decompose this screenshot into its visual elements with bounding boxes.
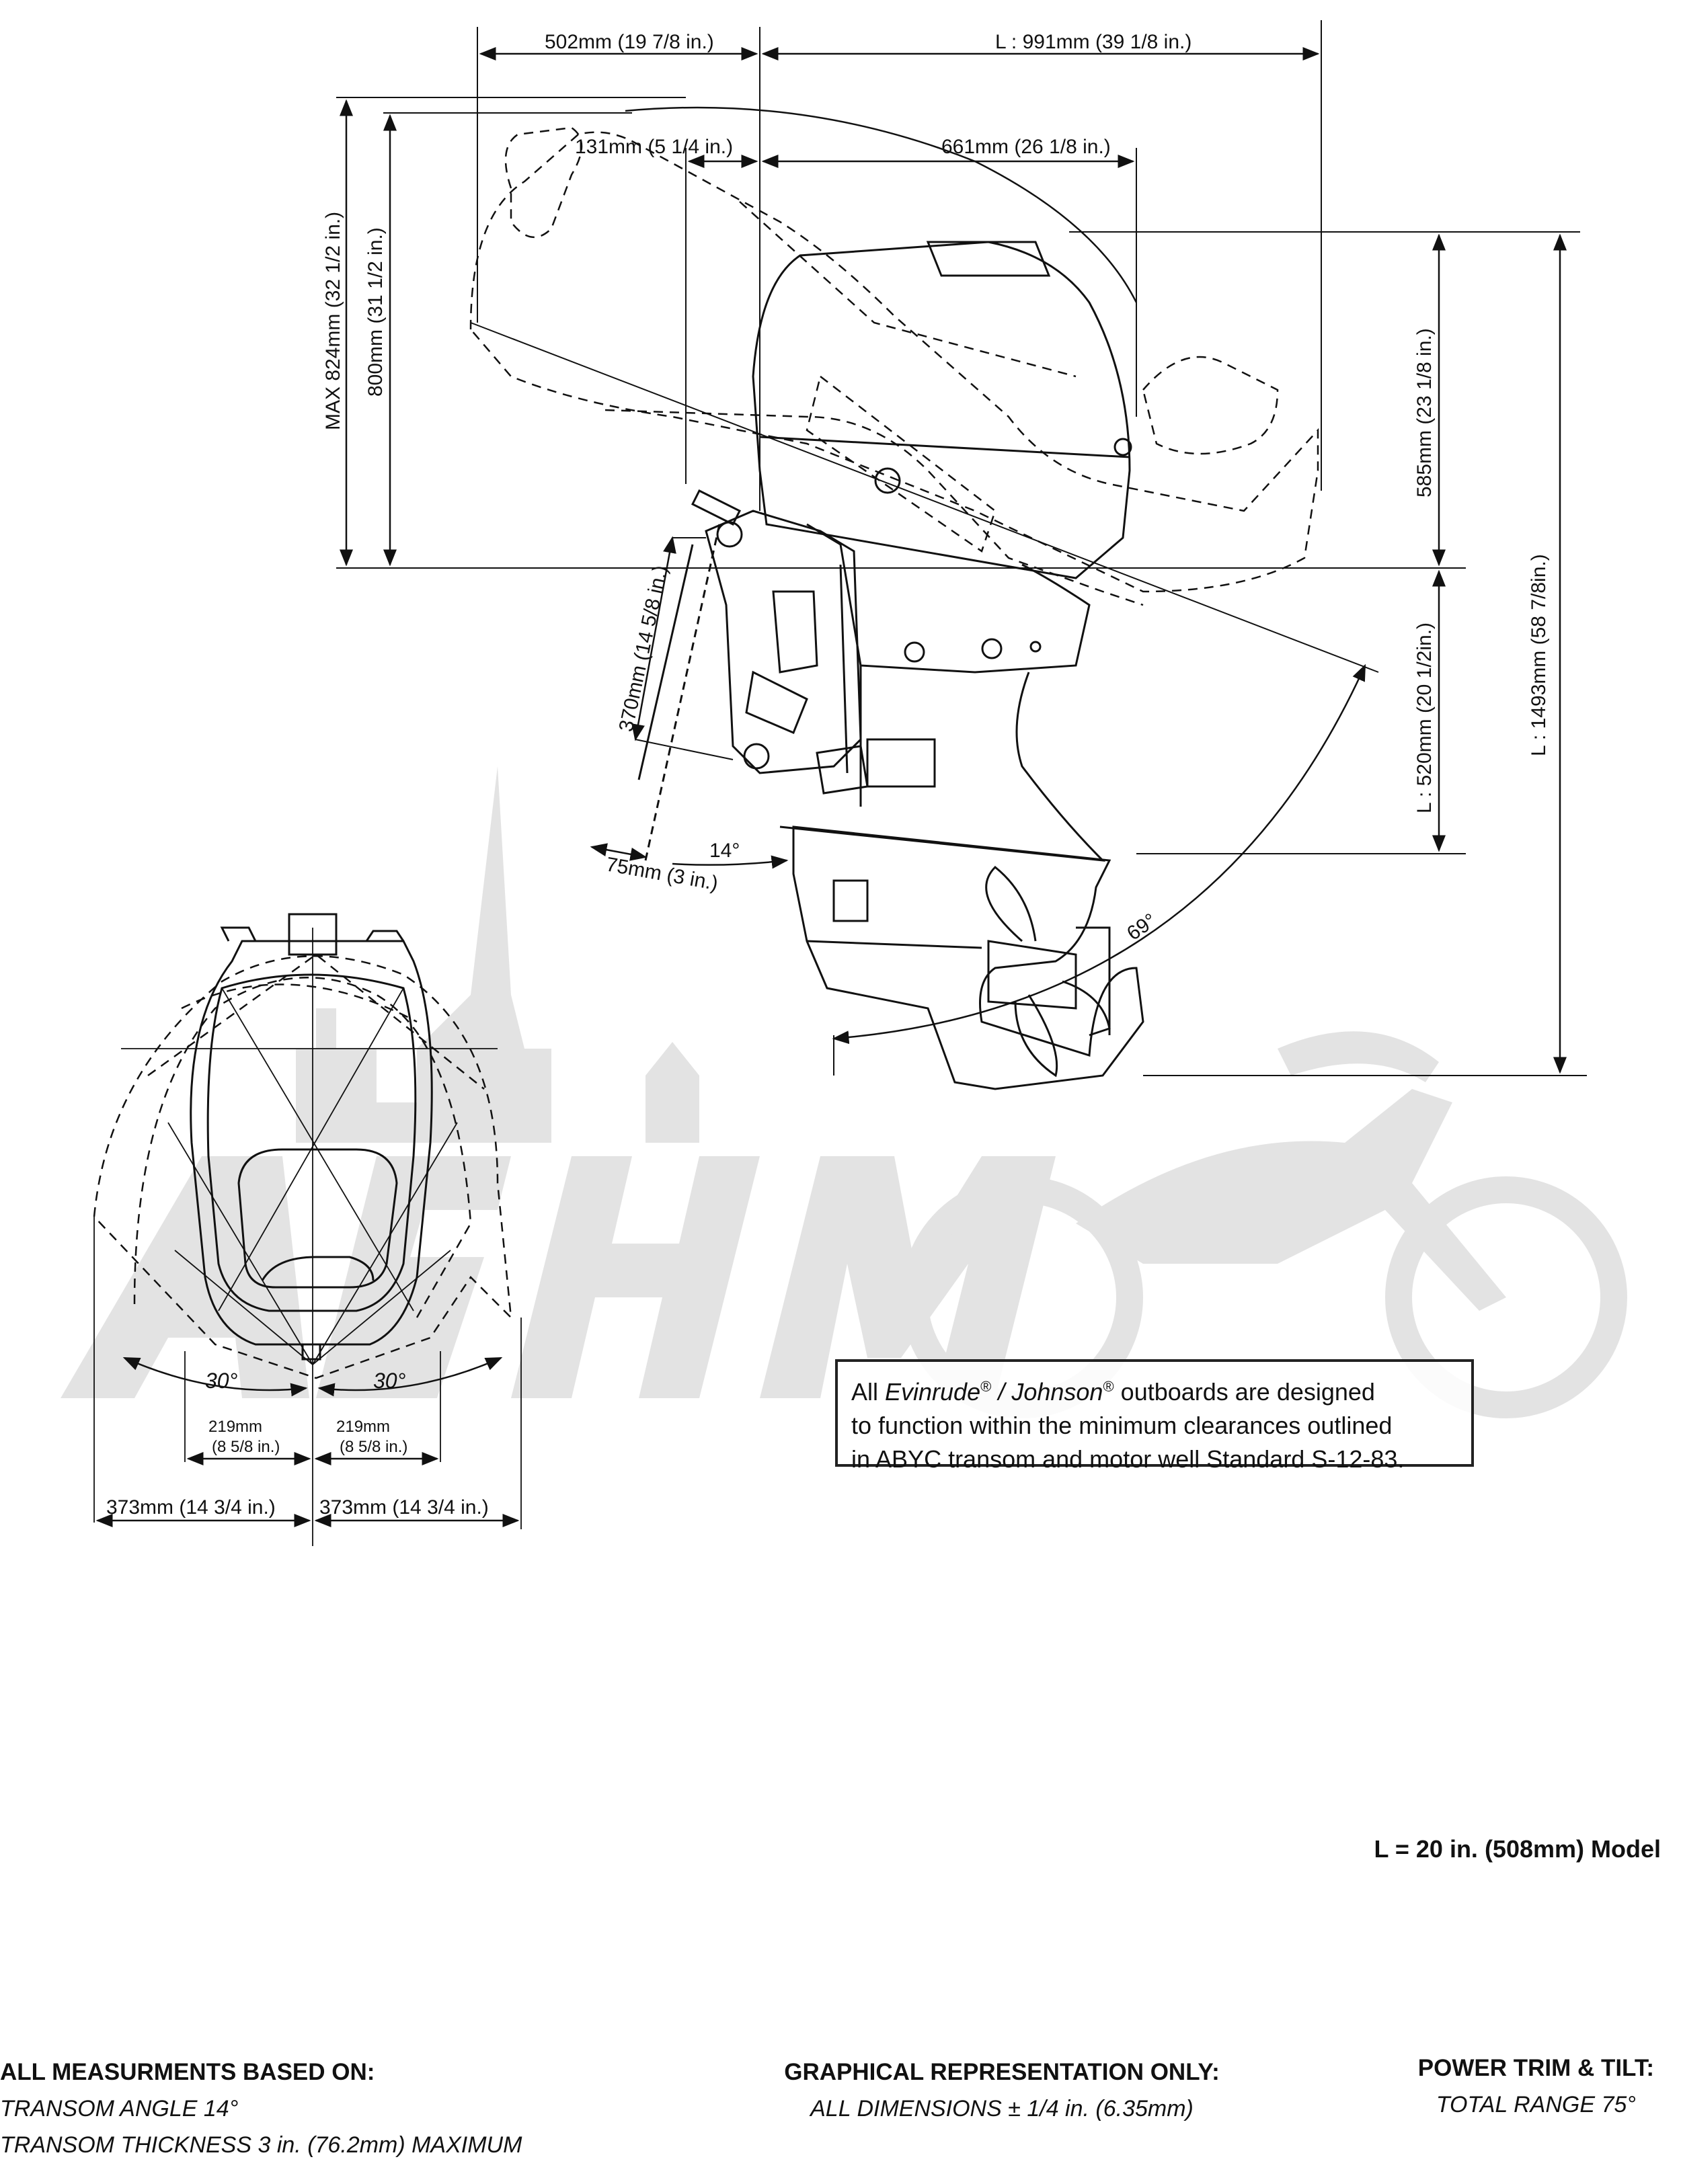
label-219-left-mm: 219mm [208, 1418, 262, 1436]
label-502: 502mm (19 7/8 in.) [545, 31, 714, 53]
front-view-labels: 30° 30° 219mm (8 5/8 in.) 219mm (8 5/8 i… [106, 1369, 489, 1519]
label-991: L : 991mm (39 1/8 in.) [995, 31, 1191, 53]
tilted-motor-outline [469, 126, 1319, 606]
label-370: 370mm (14 5/8 in.) [615, 563, 672, 733]
note-text: outboards are designed [1113, 1378, 1375, 1406]
label-131: 131mm (5 1/4 in.) [575, 136, 733, 158]
note-text: All [851, 1378, 886, 1406]
angle-arc-right [317, 1357, 503, 1397]
side-view [336, 20, 1587, 1090]
label-219-right-in: (8 5/8 in.) [340, 1438, 407, 1456]
footer-trim-tilt: POWER TRIM & TILT: TOTAL RANGE 75° [1418, 2050, 1654, 2123]
label-30-right: 30° [373, 1369, 406, 1393]
label-69-deg: 69° [1123, 909, 1161, 945]
dim-line-370 [631, 536, 676, 741]
label-75: 75mm (3 in.) [604, 853, 720, 895]
label-373-right: 373mm (14 3/4 in.) [319, 1496, 489, 1519]
label-373-left: 373mm (14 3/4 in.) [106, 1496, 276, 1519]
note-brand-johnson: Johnson [1011, 1378, 1103, 1406]
front-view [93, 913, 522, 1546]
clearance-note-box: All Evinrude® / Johnson® outboards are d… [835, 1359, 1474, 1473]
footer-mid-line-1: ALL DIMENSIONS ± 1/4 in. (6.35mm) [810, 2096, 1194, 2121]
footer-graphical-note: GRAPHICAL REPRESENTATION ONLY: ALL DIMEN… [746, 2054, 1257, 2127]
footer-right-line-1: TOTAL RANGE 75° [1436, 2092, 1636, 2117]
footer-left-line-2: TRANSOM THICKNESS 3 in. (76.2mm) MAXIMUM [0, 2132, 522, 2158]
footer-right-heading: POWER TRIM & TILT: [1417, 2055, 1654, 2081]
label-800: 800mm (31 1/2 in.) [364, 227, 387, 397]
angle-arc-69 [832, 663, 1366, 1045]
note-brand-evinrude: Evinrude [885, 1378, 981, 1406]
note-line-2: to function within the minimum clearance… [851, 1412, 1393, 1439]
angle-arc-left [122, 1357, 308, 1397]
side-extension-lines [336, 20, 1587, 1076]
label-661: 661mm (26 1/8 in.) [941, 136, 1111, 158]
model-label: L = 20 in. (508mm) Model [1374, 1835, 1661, 1863]
steering-outline [93, 953, 512, 1379]
note-reg-mark: ® [1103, 1378, 1114, 1395]
label-824: MAX 824mm (32 1/2 in.) [322, 212, 344, 430]
tilt-swing-arc [625, 106, 1138, 303]
label-520: L : 520mm (20 1/2in.) [1413, 622, 1436, 813]
note-reg-mark: ® [980, 1378, 992, 1395]
cowling-front [190, 940, 433, 1346]
label-585: 585mm (23 1/8 in.) [1413, 328, 1436, 497]
label-219-left-in: (8 5/8 in.) [212, 1438, 280, 1456]
label-1493: L : 1493mm (58 7/8in.) [1528, 554, 1550, 756]
footer-left-heading: ALL MEASURMENTS BASED ON: [0, 2059, 375, 2085]
angle-arc-14 [672, 855, 789, 869]
note-line-1: All Evinrude® / Johnson® outboards are d… [851, 1370, 1458, 1409]
dim-line-75 [590, 843, 648, 861]
note-line-3: in ABYC transom and motor well Standard … [851, 1445, 1405, 1473]
footer-measurements-basis: ALL MEASURMENTS BASED ON: TRANSOM ANGLE … [0, 2054, 522, 2163]
watermark-logo [61, 766, 1627, 1418]
note-separator: / [991, 1378, 1012, 1406]
outboard-motor-side [637, 241, 1144, 1090]
label-30-left: 30° [205, 1369, 238, 1393]
footer-mid-heading: GRAPHICAL REPRESENTATION ONLY: [784, 2059, 1220, 2085]
label-14-deg: 14° [709, 840, 740, 862]
label-219-right-mm: 219mm [336, 1418, 390, 1436]
footer-left-line-1: TRANSOM ANGLE 14° [0, 2096, 239, 2121]
